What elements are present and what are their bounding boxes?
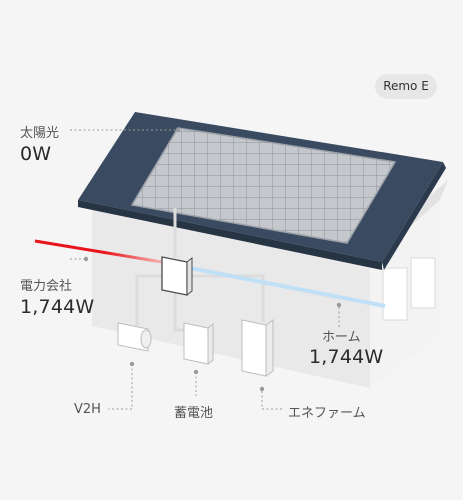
grid-power-line	[34, 239, 163, 264]
roof-side-edge	[382, 162, 446, 270]
solar-label: 太陽光	[20, 126, 60, 141]
side-window	[410, 257, 436, 309]
v2h-unit	[117, 322, 152, 352]
v2h-label: V2H	[74, 402, 101, 417]
callout-dots	[83, 127, 342, 392]
storage-battery-unit	[183, 322, 214, 366]
grid-value: 1,744W	[20, 296, 95, 318]
home-label: ホーム	[322, 330, 361, 345]
distribution-board	[161, 256, 193, 297]
roof-edge	[78, 200, 382, 270]
solar-panel-array	[130, 127, 397, 244]
grid-label: 電力会社	[20, 279, 73, 294]
enefarm-label: エネファーム	[288, 406, 366, 421]
enefarm-unit	[241, 319, 274, 377]
battery-label: 蓄電池	[174, 406, 214, 421]
home-value: 1,744W	[309, 346, 384, 368]
solar-value: 0W	[20, 143, 52, 165]
callout-leaders	[70, 129, 340, 410]
home-power-line	[189, 266, 386, 308]
side-window	[382, 267, 408, 321]
remo-e-device-chip[interactable]: Remo E	[375, 74, 437, 99]
